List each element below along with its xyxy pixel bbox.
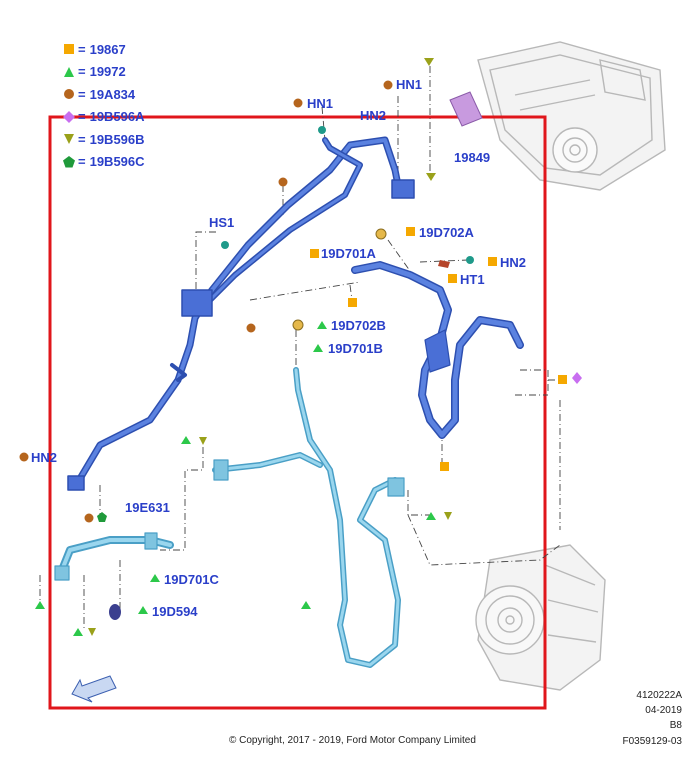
label-19d594: 19D594 (152, 604, 198, 619)
label-hn2-top: HN2 (360, 108, 387, 123)
label-hn2-right: HN2 (500, 255, 527, 270)
label-hs1: HS1 (209, 215, 235, 230)
callout-symbols (19, 58, 582, 636)
legend-code: 19B596B (89, 131, 145, 147)
legend-equals: = (78, 109, 86, 125)
legend: =19867=19972=19A834=19B596A=19B596B=19B5… (62, 38, 145, 173)
compressor-drawing (475, 544, 606, 691)
label-hn1-right: HN1 (396, 77, 423, 92)
legend-pentagon-icon (63, 155, 75, 168)
legend-item: =19A834 (62, 83, 145, 106)
label-ht1: HT1 (460, 272, 485, 287)
legend-code: 19867 (89, 41, 126, 57)
direction-arrow-icon (71, 675, 117, 703)
legend-equals: = (78, 131, 86, 147)
suction-hose (67, 136, 524, 491)
label-19849: 19849 (454, 150, 491, 165)
footer-date: 04-2019 (645, 705, 682, 716)
legend-triangle-down-icon (64, 134, 74, 145)
legend-item: =19B596B (62, 128, 145, 151)
legend-item: =19B596C (62, 151, 145, 174)
label-19d702a: 19D702A (419, 225, 474, 240)
label-19d701a: 19D701A (321, 246, 376, 261)
label-19e631: 19E631 (125, 500, 170, 515)
legend-code: 19A834 (89, 86, 136, 102)
legend-item: =19B596A (62, 106, 145, 129)
label-19d701b: 19D701B (328, 341, 383, 356)
liquid-line (54, 367, 405, 668)
legend-code: 19B596C (89, 154, 145, 170)
footer-revision: B8 (669, 720, 682, 731)
legend-equals: = (78, 154, 86, 170)
footer-figure-id: F0359129-03 (622, 736, 683, 747)
legend-circle-icon (64, 89, 74, 100)
legend-diamond-icon (63, 110, 75, 123)
legend-square-icon (64, 44, 74, 55)
label-19d701c: 19D701C (164, 572, 219, 587)
legend-item: =19867 (62, 38, 145, 61)
legend-equals: = (78, 64, 86, 80)
footer-code: 4120222A (636, 690, 682, 701)
hvac-unit-drawing (477, 41, 666, 191)
footer-copyright: © Copyright, 2017 - 2019, Ford Motor Com… (229, 735, 476, 746)
legend-equals: = (78, 86, 86, 102)
legend-item: =19972 (62, 61, 145, 84)
fittings (109, 91, 483, 620)
label-19d702b: 19D702B (331, 318, 386, 333)
red-outline-frame (48, 115, 547, 710)
legend-code: 19972 (89, 64, 126, 80)
legend-code: 19B596A (89, 109, 145, 125)
label-hn1-left: HN1 (307, 96, 334, 111)
legend-equals: = (78, 41, 86, 57)
label-hn2-left: HN2 (31, 450, 58, 465)
legend-triangle-icon (64, 66, 74, 77)
